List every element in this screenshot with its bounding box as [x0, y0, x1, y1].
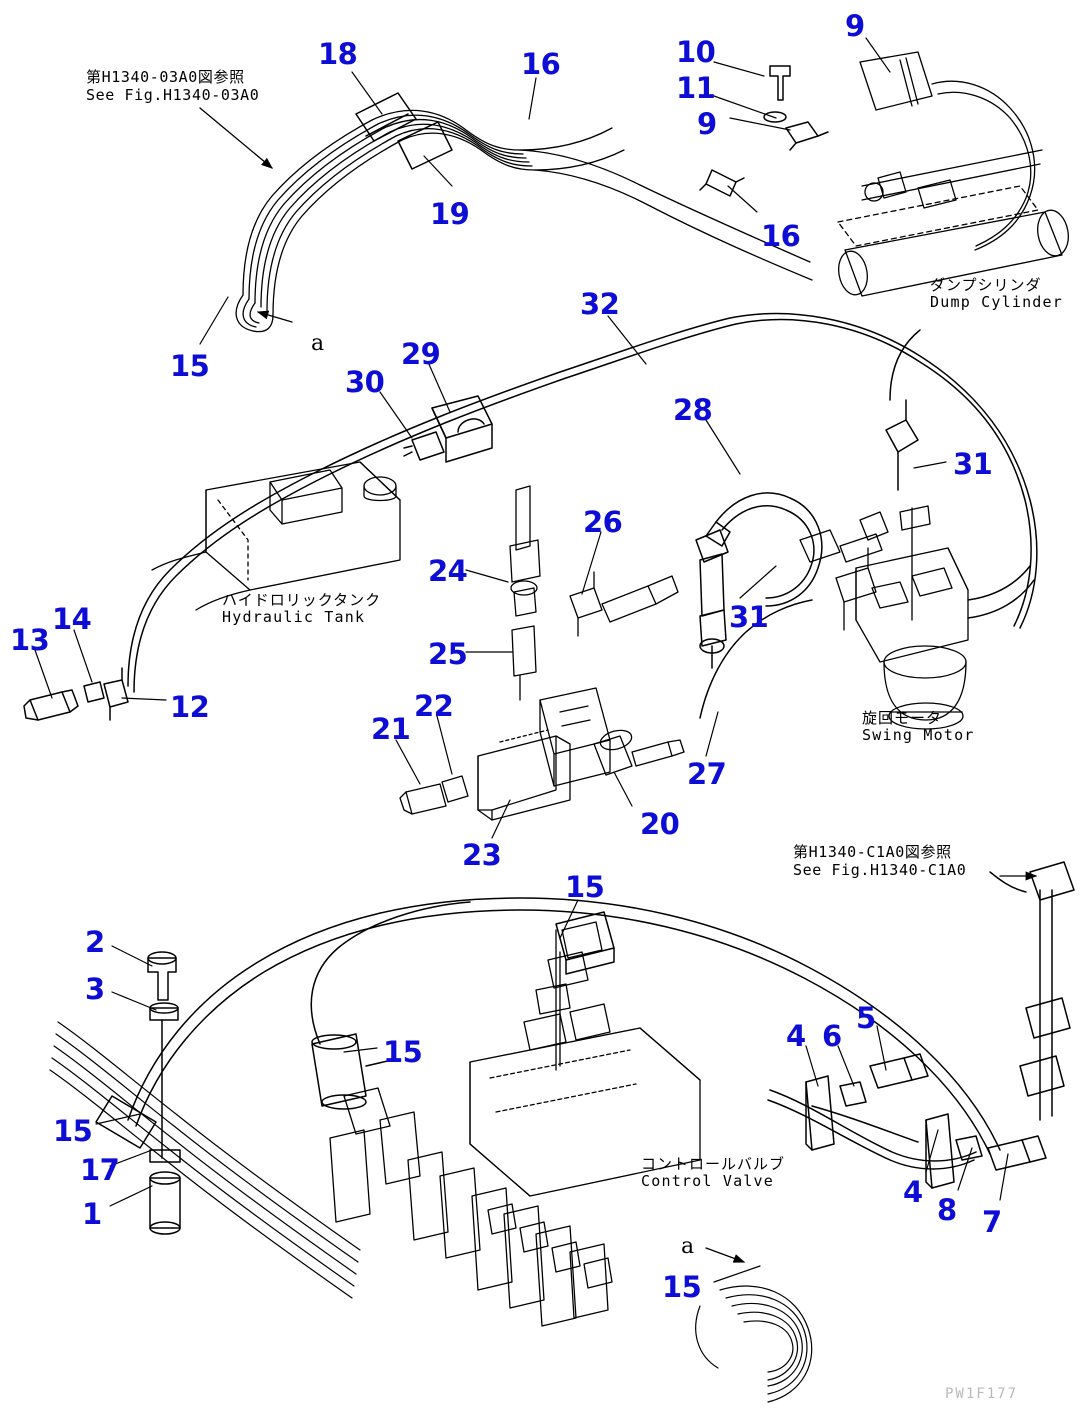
sheet-code: PW1F177 — [945, 1386, 1019, 1402]
part-10-bolt — [769, 65, 791, 101]
callout-8[interactable]: 8 — [937, 1193, 957, 1227]
swing-motor-label-jp: 旋回モータ — [862, 709, 943, 727]
callout-4[interactable]: 4 — [786, 1019, 806, 1053]
swing-motor-label: 旋回モータ Swing Motor — [862, 709, 975, 745]
hydraulic-tank-label-en: Hydraulic Tank — [222, 608, 366, 627]
xref-right-en: See Fig.H1340-C1A0 — [793, 861, 967, 879]
hose-27 — [699, 599, 813, 719]
hose-28 — [695, 492, 823, 607]
callout-9b[interactable]: 9 — [697, 107, 717, 141]
swing-motor — [799, 505, 969, 730]
control-valve-label-jp: コントロールバルブ — [641, 1155, 786, 1173]
callout-30[interactable]: 30 — [345, 365, 385, 399]
part-2-bolt — [147, 951, 177, 1001]
section-arrows — [256, 310, 746, 1263]
hose-bundle-lower-left — [49, 1021, 361, 1299]
dump-cylinder-label: ダンプシリンダ Dump Cylinder — [930, 276, 1063, 312]
callout-2[interactable]: 2 — [85, 925, 105, 959]
callout-22[interactable]: 22 — [414, 689, 454, 723]
callout-4b[interactable]: 4 — [903, 1175, 923, 1209]
callout-9[interactable]: 9 — [845, 9, 865, 43]
lower-pipe-loop — [127, 897, 1001, 1155]
callout-21[interactable]: 21 — [371, 712, 411, 746]
callout-24[interactable]: 24 — [428, 554, 468, 588]
callout-5[interactable]: 5 — [856, 1001, 876, 1035]
callout-16[interactable]: 16 — [521, 47, 561, 81]
callout-19[interactable]: 19 — [430, 197, 470, 231]
callout-32[interactable]: 32 — [580, 287, 620, 321]
callout-20[interactable]: 20 — [640, 807, 680, 841]
control-valve-label-en: Control Valve — [641, 1172, 774, 1191]
callout-13[interactable]: 13 — [10, 623, 50, 657]
callout-26[interactable]: 26 — [583, 505, 623, 539]
callout-15b[interactable]: 15 — [53, 1114, 93, 1148]
leader-lines — [34, 37, 1009, 1207]
callout-17[interactable]: 17 — [80, 1153, 120, 1187]
dump-cylinder-assembly — [837, 51, 1069, 297]
hydraulic-tank-label-jp: ハイドロリックタンク — [222, 591, 382, 609]
xref-right: 第H1340-C1A0図参照 See Fig.H1340-C1A0 — [793, 843, 966, 879]
callout-12[interactable]: 12 — [170, 690, 210, 724]
hose-clamp-15-lower-left — [95, 1095, 157, 1149]
callout-28[interactable]: 28 — [673, 393, 713, 427]
xref-leaders — [199, 107, 1038, 881]
right-riser-pipes — [989, 861, 1075, 1121]
dump-cylinder-label-jp: ダンプシリンダ — [930, 276, 1042, 294]
tank-port-fitting — [403, 395, 493, 463]
control-valve-assembly — [329, 921, 701, 1327]
callout-1[interactable]: 1 — [82, 1197, 102, 1231]
callout-15c[interactable]: 15 — [383, 1035, 423, 1069]
callout-11[interactable]: 11 — [676, 71, 716, 105]
xref-top-left: 第H1340-03A0図参照 See Fig.H1340-03A0 — [86, 68, 259, 104]
clamp-15-upper-valve — [555, 911, 615, 975]
callout-18[interactable]: 18 — [318, 37, 358, 71]
hydraulic-tank — [151, 461, 401, 611]
callout-27[interactable]: 27 — [687, 757, 727, 791]
hose-clamp-18 — [355, 92, 417, 142]
hose-clamp-19 — [397, 121, 453, 170]
left-fittings-cluster — [23, 667, 129, 721]
xref-right-jp: 第H1340-C1A0図参照 — [793, 843, 952, 861]
control-valve-label: コントロールバルブ Control Valve — [641, 1155, 786, 1191]
xref-top-left-en: See Fig.H1340-03A0 — [86, 86, 260, 104]
pipe-31-upper — [885, 329, 921, 491]
part-17-stem — [149, 1019, 181, 1163]
callout-31b[interactable]: 31 — [729, 600, 769, 634]
callout-3[interactable]: 3 — [85, 972, 105, 1006]
hose-run-top — [519, 127, 813, 281]
pipe-31-lower — [699, 553, 727, 669]
hydraulic-tank-label: ハイドロリックタンク Hydraulic Tank — [222, 591, 382, 627]
callout-23[interactable]: 23 — [462, 838, 502, 872]
callout-25[interactable]: 25 — [428, 637, 468, 671]
callout-16b[interactable]: 16 — [761, 219, 801, 253]
callout-6[interactable]: 6 — [822, 1019, 842, 1053]
main-pipe-loop-32 — [127, 312, 1038, 693]
section-marker-a-top: a — [311, 331, 325, 356]
solenoid-valve-block — [399, 485, 685, 821]
callout-15[interactable]: 15 — [170, 349, 210, 383]
xref-top-left-jp: 第H1340-03A0図参照 — [86, 68, 245, 86]
callout-7[interactable]: 7 — [982, 1205, 1002, 1239]
part-11-washer — [763, 111, 787, 123]
part-1-sleeve — [149, 1171, 181, 1235]
part-9-fitting — [785, 121, 829, 151]
callout-29[interactable]: 29 — [401, 337, 441, 371]
connector-16 — [699, 169, 745, 197]
motor-pipe-right — [967, 565, 1035, 619]
dump-cylinder-label-en: Dump Cylinder — [930, 293, 1063, 312]
hose-bundle-lower-right — [695, 1265, 813, 1403]
callout-31[interactable]: 31 — [953, 447, 993, 481]
hose-bundle-upper-left — [235, 109, 536, 333]
pipe-15-to-valve — [310, 901, 471, 1110]
section-marker-a-bottom: a — [681, 1234, 695, 1259]
callout-15e[interactable]: 15 — [662, 1270, 702, 1304]
part-3-washer — [149, 1002, 179, 1021]
callout-15d[interactable]: 15 — [565, 870, 605, 904]
lower-right-clamps — [767, 1053, 1047, 1189]
callout-14[interactable]: 14 — [52, 602, 92, 636]
callout-10[interactable]: 10 — [676, 35, 716, 69]
swing-motor-label-en: Swing Motor — [862, 726, 975, 745]
